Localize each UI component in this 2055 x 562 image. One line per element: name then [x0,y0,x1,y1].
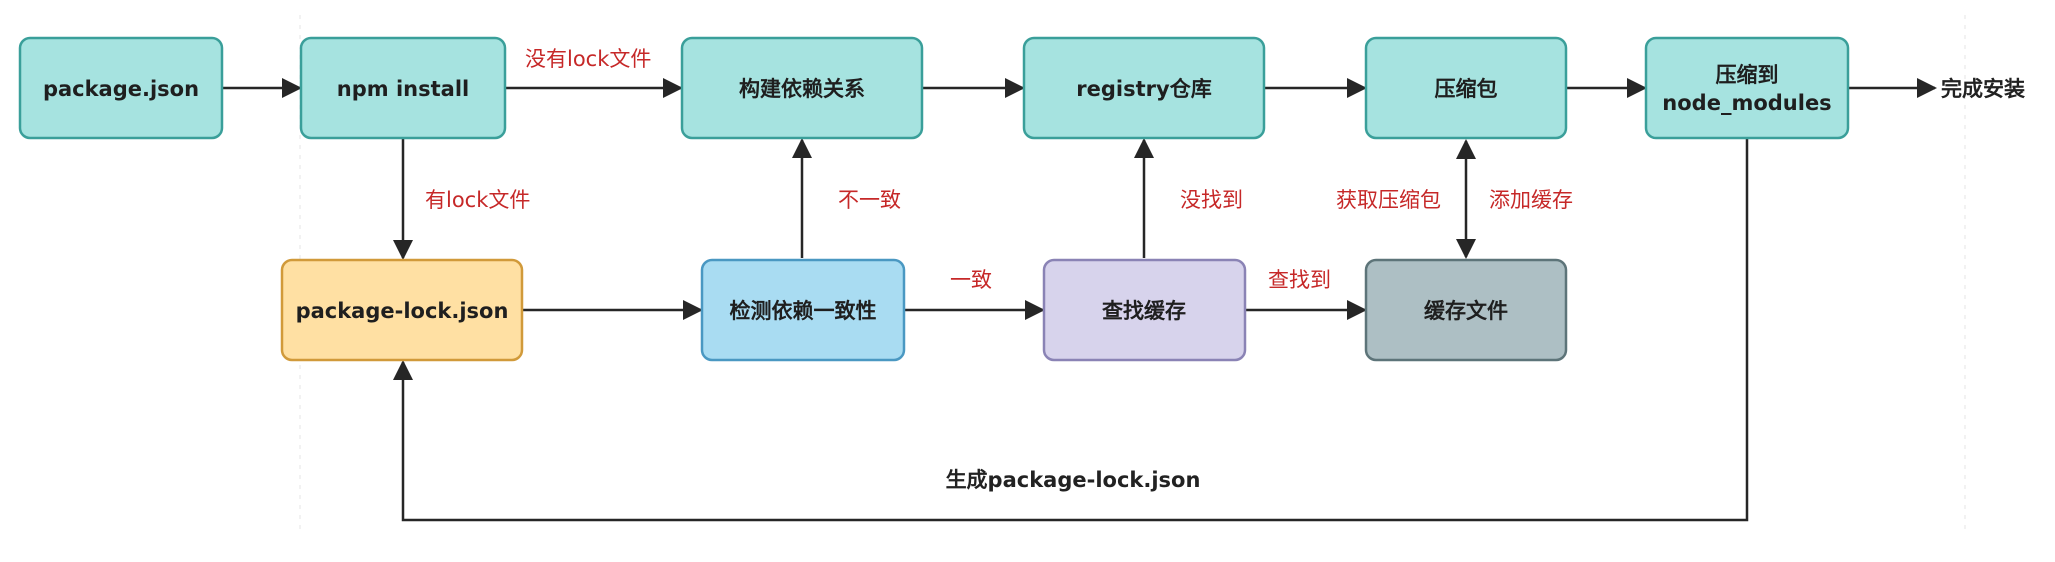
node-node-modules-label-line1: 压缩到 [1716,63,1779,87]
label-has-lock: 有lock文件 [425,188,530,212]
node-registry-box [1022,36,1266,140]
node-cache-file[interactable]: 缓存文件 [1364,258,1568,362]
node-compress-box [1364,36,1568,140]
node-build-deps-box [680,36,924,140]
label-found: 查找到 [1268,268,1331,292]
edge-node-modules-to-package-lock [393,138,1749,522]
label-no-lock: 没有lock文件 [525,47,651,71]
label-consistent: 一致 [950,268,992,292]
node-registry[interactable]: registry仓库 [1022,36,1266,140]
node-check-consistency-box [700,258,906,362]
label-inconsistent: 不一致 [838,188,901,212]
label-get-package: 获取压缩包 [1336,188,1441,212]
node-node-modules-label-line2: node_modules [1662,91,1831,115]
label-add-cache: 添加缓存 [1489,188,1573,212]
nodes: package.json npm install 构建依赖关系 registry… [18,36,1850,362]
node-cache-file-label: 缓存文件 [1424,299,1508,323]
node-npm-install[interactable]: npm install [299,36,507,140]
node-compress-label: 压缩包 [1435,77,1498,101]
node-check-consistency[interactable]: 检测依赖一致性 [700,258,906,362]
label-done-install: 完成安装 [1941,77,2025,101]
node-package-lock[interactable]: package-lock.json [280,258,524,362]
node-registry-label: registry仓库 [1076,77,1211,101]
node-find-cache[interactable]: 查找缓存 [1042,258,1247,362]
edges [222,78,1937,522]
node-node-modules-box [1644,36,1850,140]
node-node-modules[interactable]: 压缩到 node_modules [1644,36,1850,140]
node-package-lock-label: package-lock.json [296,299,509,323]
node-find-cache-label: 查找缓存 [1102,299,1186,323]
node-npm-install-label: npm install [337,77,469,101]
node-npm-install-box [299,36,507,140]
label-not-found: 没找到 [1180,188,1243,212]
node-build-deps-label: 构建依赖关系 [739,77,865,101]
node-cache-file-box [1364,258,1568,362]
node-check-consistency-label: 检测依赖一致性 [730,299,877,323]
node-package-json-box [18,36,224,140]
node-package-lock-box [280,258,524,362]
label-generate-lock: 生成package-lock.json [946,468,1201,492]
edge-labels: 没有lock文件 有lock文件 不一致 一致 没找到 查找到 获取压缩包 添加… [425,47,2025,492]
node-build-deps[interactable]: 构建依赖关系 [680,36,924,140]
node-package-json-label: package.json [43,77,199,101]
node-find-cache-box [1042,258,1247,362]
node-package-json[interactable]: package.json [18,36,224,140]
node-compress[interactable]: 压缩包 [1364,36,1568,140]
